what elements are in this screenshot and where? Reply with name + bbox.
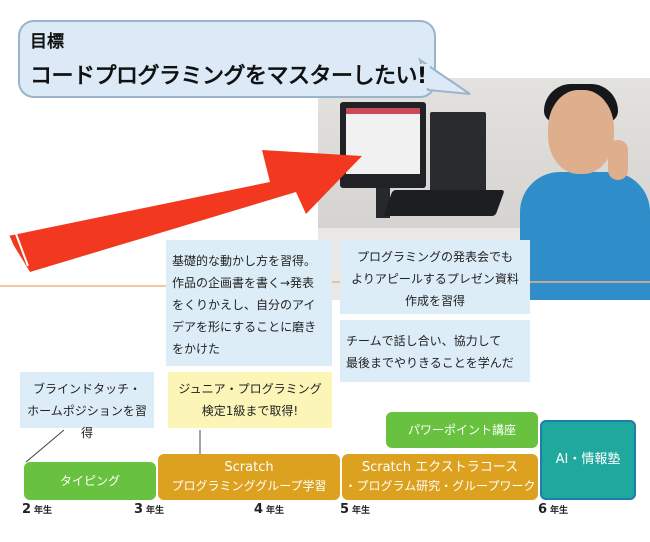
note-line: ブラインドタッチ・ — [32, 382, 141, 396]
grade-number: 6 — [538, 502, 548, 517]
course-scratch-extra: Scratch エクストラコース ・プログラム研究・グループワーク — [342, 454, 538, 500]
grade-unit: 年生 — [550, 506, 569, 516]
note-line: ホームポジションを習得 — [27, 404, 147, 440]
note-line: 検定1級まで取得! — [201, 404, 299, 418]
note-line: よりアピールするプレゼン資料 — [351, 272, 519, 286]
note-teamwork: チームで話し合い、協力して 最後までやりきることを学んだ — [340, 320, 530, 382]
course-ai: AI・情報塾 — [540, 420, 636, 500]
note-line: プログラミングの発表会でも — [356, 250, 513, 264]
course-scratch-subtitle: プログラミンググループ学習 — [171, 479, 327, 493]
note-line: チームで話し合い、協力して — [346, 334, 502, 348]
grade-number: 3 — [134, 502, 144, 517]
note-line: をかけた — [172, 342, 221, 356]
course-scratch: Scratch プログラミンググループ学習 — [158, 454, 340, 500]
course-scratch-title: Scratch — [224, 460, 274, 475]
photo-student-head — [548, 90, 614, 174]
note-line: 基礎的な動かし方を習得。 — [172, 254, 317, 268]
course-typing: タイピング — [24, 462, 156, 500]
grade-number: 2 — [22, 502, 32, 517]
note-line: 最後までやりきることを学んだ — [346, 356, 514, 370]
note-line: デアを形にすることに磨き — [172, 320, 317, 334]
note-line: 作品の企画書を書く→発表 — [172, 276, 315, 290]
note-line: ジュニア・プログラミング — [178, 382, 322, 396]
student-photo — [318, 78, 650, 300]
note-scratch-skills: 基礎的な動かし方を習得。 作品の企画書を書く→発表 をくりかえし、自分のアイ デ… — [166, 240, 332, 366]
note-presentation-skills: プログラミングの発表会でも よりアピールするプレゼン資料 作成を習得 — [340, 240, 530, 314]
note-certification: ジュニア・プログラミング 検定1級まで取得! — [168, 372, 332, 428]
note-typing-skills: ブラインドタッチ・ ホームポジションを習得 — [20, 372, 154, 440]
grade-number: 4 — [254, 502, 264, 517]
photo-keyboard — [383, 190, 505, 216]
note-line: をくりかえし、自分のアイ — [172, 298, 316, 312]
note-line: 作成を習得 — [404, 294, 465, 308]
grade-unit: 年生 — [266, 506, 285, 516]
photo-screen — [346, 108, 420, 174]
grade-unit: 年生 — [146, 506, 165, 516]
course-extra-title: Scratch エクストラコース — [361, 460, 519, 475]
goal-speech-bubble — [18, 20, 436, 98]
grade-number: 5 — [340, 502, 350, 517]
course-powerpoint: パワーポイント講座 — [386, 412, 538, 448]
goal-title: 目標 — [30, 32, 64, 52]
course-extra-subtitle: ・プログラム研究・グループワーク — [344, 479, 536, 493]
photo-student-hand — [608, 140, 628, 180]
grade-unit: 年生 — [34, 506, 53, 516]
photo-screen-bar — [346, 108, 420, 114]
grade-unit: 年生 — [352, 506, 371, 516]
goal-text: コードプログラミングをマスターしたい! — [30, 64, 427, 89]
photo-student-body — [520, 172, 650, 300]
